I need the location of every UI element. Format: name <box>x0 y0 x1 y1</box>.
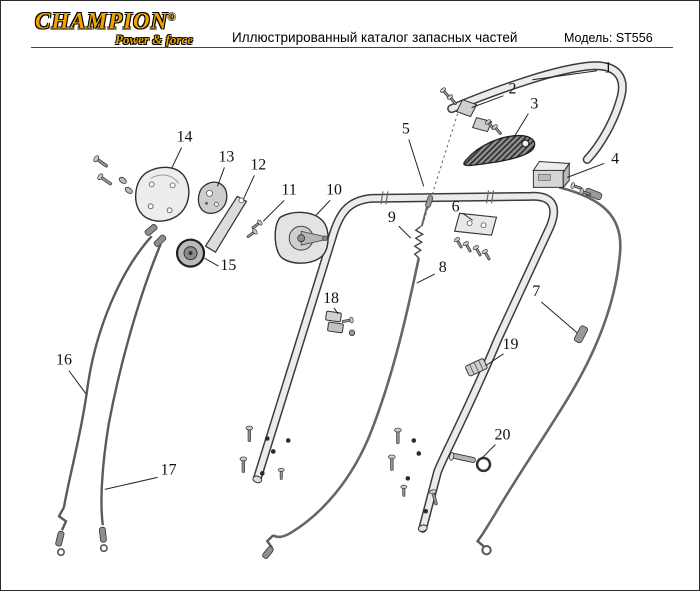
model-label: Модель: ST556 <box>564 31 653 45</box>
callout-leader-1 <box>532 70 598 81</box>
right-throttle-cable <box>475 186 622 556</box>
callout-leader-13 <box>216 167 225 187</box>
callout-leader-18 <box>333 307 339 315</box>
eye-bolt <box>449 452 492 473</box>
part-number-19: 19 <box>502 336 518 353</box>
part-number-2: 2 <box>508 81 516 98</box>
callout-leader-11 <box>262 199 285 222</box>
callout-leader-17 <box>104 476 158 490</box>
callout-leader-8 <box>416 273 435 284</box>
callout-leader-15 <box>204 257 219 267</box>
part-number-5: 5 <box>402 121 410 138</box>
callout-leader-7 <box>541 301 578 334</box>
callout-leader-9 <box>398 225 412 239</box>
logo-tagline: Power & force <box>115 31 193 47</box>
part-number-13: 13 <box>218 148 234 165</box>
left-cable-pair <box>55 223 167 557</box>
bracket-arm <box>204 195 248 253</box>
callout-leader-14 <box>171 147 183 169</box>
callout-leader-2 <box>471 95 504 109</box>
part-number-12: 12 <box>250 156 266 173</box>
part-number-11: 11 <box>282 181 297 198</box>
lower-handlebar-tube <box>252 190 559 533</box>
callout-leader-3 <box>512 113 529 140</box>
side-cover-plate <box>135 166 190 222</box>
callout-leader-16 <box>68 370 87 394</box>
part-number-4: 4 <box>611 150 619 167</box>
part-number-18: 18 <box>323 290 339 307</box>
cable-spring <box>413 225 425 259</box>
part-number-14: 14 <box>177 129 193 146</box>
cable-pulley-wheel <box>175 238 206 268</box>
part-number-15: 15 <box>220 257 236 274</box>
callout-leader-10 <box>315 199 331 216</box>
logo-brand-text: CHAMPION® <box>35 5 197 34</box>
part-number-10: 10 <box>326 181 342 198</box>
mount-bracket-plate <box>453 212 498 236</box>
throttle-lever <box>463 134 536 167</box>
callout-leader-12 <box>242 175 255 200</box>
center-clutch-cable <box>262 113 459 559</box>
part-number-16: 16 <box>56 352 72 369</box>
part-number-8: 8 <box>439 259 447 276</box>
part-number-9: 9 <box>388 209 396 226</box>
callout-leader-6 <box>462 212 473 221</box>
callout-leader-20 <box>481 444 496 459</box>
callout-leader-19 <box>485 353 504 367</box>
belt-cover-housing <box>274 211 329 264</box>
champion-logo: CHAMPION® Power & force <box>35 5 197 48</box>
part-number-6: 6 <box>452 198 460 215</box>
fastener-hardware <box>92 86 592 514</box>
page-title: Иллюстрированный каталог запасных частей <box>232 30 518 45</box>
part-number-3: 3 <box>530 96 538 113</box>
logo-wordmark: CHAMPION <box>35 8 169 34</box>
control-housing-box <box>532 160 571 189</box>
part-number-17: 17 <box>161 461 177 478</box>
handle-mount-bracket <box>455 99 493 133</box>
callout-leader-5 <box>408 139 425 187</box>
part-number-7: 7 <box>532 283 540 300</box>
cable-clip <box>465 358 488 377</box>
part-number-1: 1 <box>604 60 612 77</box>
part-number-20: 20 <box>495 427 511 444</box>
callout-leader-4 <box>567 162 605 178</box>
cable-clamp <box>325 310 356 337</box>
logo-registered-mark: ® <box>168 12 175 22</box>
upper-handlebar-tube <box>447 61 627 164</box>
cam-plate <box>197 181 228 214</box>
header-divider <box>31 47 673 48</box>
